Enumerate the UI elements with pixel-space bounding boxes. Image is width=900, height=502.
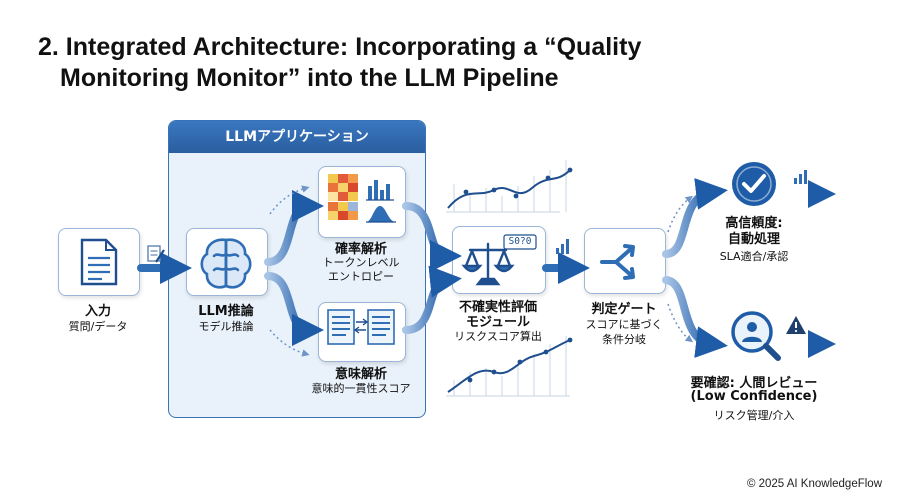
uncertainty-title-2: モジュール	[465, 315, 531, 330]
inference-subtitle: モデル推論	[198, 320, 254, 333]
probability-subtitle-2: エントロピー	[328, 270, 394, 283]
mini-bar-chart-icon	[794, 170, 807, 184]
decorative-chart-top	[446, 160, 573, 213]
person-search-icon	[731, 311, 781, 361]
probability-subtitle-1: トークンレベル	[322, 256, 400, 269]
flow-arrows	[137, 178, 728, 358]
high-confidence-title-1: 高信頼度:	[725, 216, 783, 231]
score-badge	[503, 234, 537, 250]
probability-title: 確率解析	[334, 242, 387, 257]
review-title-2: (Low Confidence)	[690, 389, 818, 404]
title-line-1: 2. Integrated Architecture: Incorporatin…	[38, 33, 642, 61]
score-badge-text: S0?0	[508, 236, 532, 247]
high-confidence-subtitle: SLA適合/承認	[719, 250, 789, 263]
inference-title: LLM推論	[198, 304, 254, 319]
text-compare-icon	[327, 309, 395, 345]
arrow-inference-to-semantic	[264, 272, 324, 346]
semantic-title: 意味解析	[334, 367, 387, 382]
arrow-semantic-to-uncertainty	[402, 265, 462, 334]
title-line-2: Monitoring Monitor” into the LLM Pipelin…	[60, 64, 559, 92]
arrow-gate-to-review	[662, 276, 728, 358]
small-bar-icon	[556, 239, 569, 254]
arrow-gate-to-high	[662, 178, 728, 258]
panel-title: LLMアプリケーション	[169, 121, 425, 153]
input-title: 入力	[84, 304, 111, 319]
semantic-subtitle: 意味的一貫性スコア	[311, 382, 411, 395]
gate-subtitle-1: スコアに基づく	[585, 318, 663, 331]
gate-subtitle-2: 条件分岐	[602, 333, 646, 346]
heatmap-chart-icon	[328, 174, 396, 223]
gate-title: 判定ゲート	[591, 302, 657, 317]
copyright-footer: © 2025 AI KnowledgeFlow	[746, 478, 882, 490]
document-icon	[80, 238, 118, 286]
decorative-chart-bottom	[446, 336, 573, 397]
high-confidence-title-2: 自動処理	[727, 232, 780, 247]
uncertainty-title-1: 不確実性評価	[458, 300, 537, 315]
uncertainty-subtitle: リスクスコア算出	[454, 330, 542, 343]
checkmark-circle-icon	[732, 162, 776, 206]
review-title-1: 要確認: 人間レビュー	[690, 376, 818, 391]
page-title: 2. Integrated Architecture: Incorporatin…	[38, 32, 641, 94]
arrow-probability-to-uncertainty	[402, 202, 462, 272]
input-subtitle: 質問/データ	[68, 320, 128, 333]
brain-icon	[200, 238, 252, 289]
edit-note-icon	[147, 245, 165, 263]
review-subtitle: リスク管理/介入	[713, 409, 795, 422]
dotted-arrows	[269, 185, 693, 357]
warning-icon	[786, 316, 806, 334]
fork-arrow-icon	[600, 244, 635, 280]
balance-scale-icon	[461, 242, 515, 286]
arrow-inference-to-probability	[264, 190, 324, 266]
